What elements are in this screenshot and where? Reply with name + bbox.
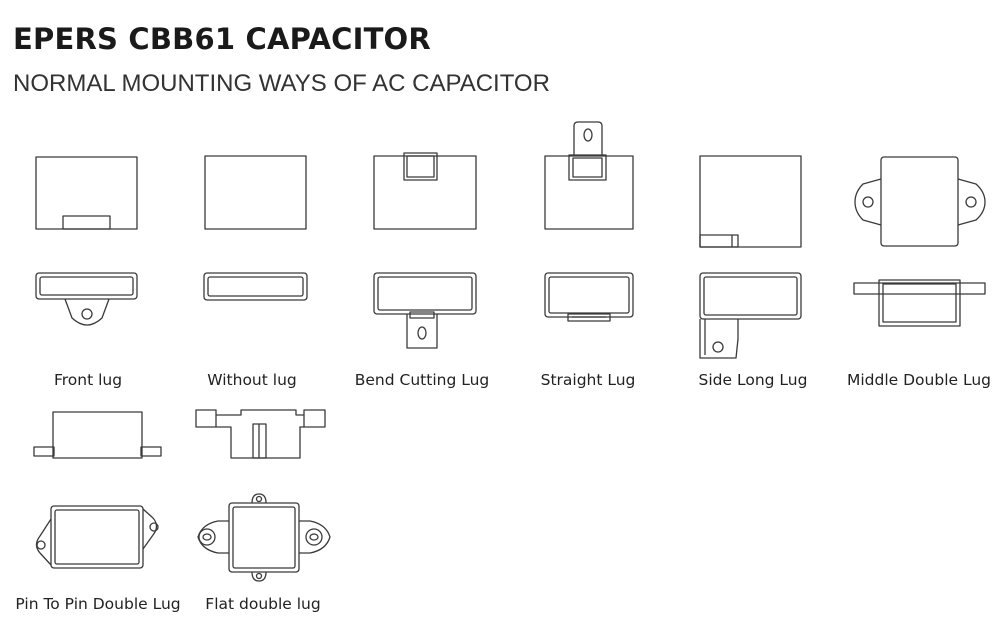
without-lug-top-view xyxy=(204,273,307,300)
front-lug-top-view xyxy=(36,273,137,325)
label-side-long-lug: Side Long Lug xyxy=(698,371,808,389)
diagram-flat-double-lug xyxy=(196,410,330,581)
middle-double-front-view xyxy=(855,157,985,246)
label-pin-to-pin-double-lug: Pin To Pin Double Lug xyxy=(15,595,181,613)
page-title: EPERS CBB61 CAPACITOR xyxy=(13,22,431,56)
diagram-bend-cutting-lug xyxy=(374,153,476,348)
diagram-pin-to-pin-double-lug xyxy=(34,412,161,568)
flat-double-front-view xyxy=(196,410,325,458)
diagram-middle-double-lug xyxy=(854,157,985,326)
bend-cutting-top-view xyxy=(374,273,476,348)
pin-to-pin-top-view xyxy=(37,506,159,568)
straight-lug-top-view xyxy=(545,273,633,321)
label-flat-double-lug: Flat double lug xyxy=(205,595,321,613)
diagram-without-lug xyxy=(204,156,307,300)
diagram-straight-lug xyxy=(545,122,633,321)
side-long-front-view xyxy=(700,156,801,247)
without-lug-front-view xyxy=(205,156,306,229)
straight-lug-front-view xyxy=(545,122,633,229)
label-front-lug: Front lug xyxy=(53,371,123,389)
middle-double-top-view xyxy=(854,280,985,326)
label-bend-cutting-lug: Bend Cutting Lug xyxy=(354,371,490,389)
label-straight-lug: Straight Lug xyxy=(540,371,636,389)
page-subtitle: NORMAL MOUNTING WAYS OF AC CAPACITOR xyxy=(13,70,550,97)
diagram-front-lug xyxy=(36,157,137,325)
pin-to-pin-front-view xyxy=(34,412,161,458)
bend-cutting-front-view xyxy=(374,153,476,229)
front-lug-front-view xyxy=(36,157,137,229)
flat-double-top-view xyxy=(198,494,330,581)
side-long-top-view xyxy=(700,273,801,358)
diagram-side-long-lug xyxy=(700,156,801,358)
label-without-lug: Without lug xyxy=(207,371,297,389)
label-middle-double-lug: Middle Double Lug xyxy=(846,371,992,389)
